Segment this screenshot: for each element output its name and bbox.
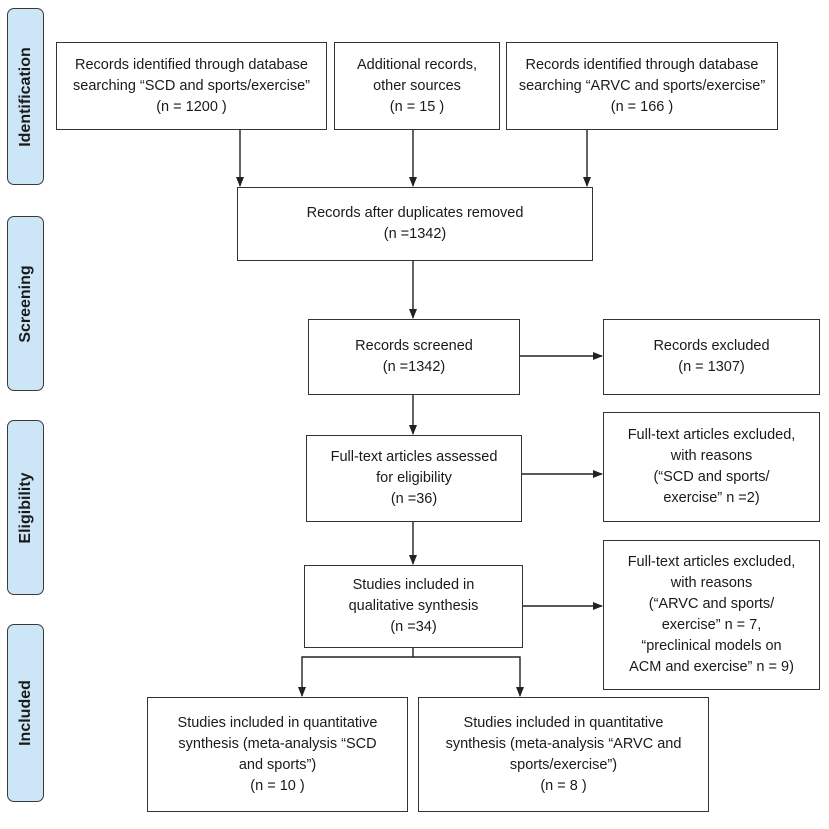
phase-included: Included bbox=[7, 624, 44, 802]
box-records-screened: Records screened (n =1342) bbox=[308, 319, 520, 395]
box-line: synthesis (meta-analysis “SCD bbox=[178, 735, 377, 752]
box-line: ACM and exercise” n = 9) bbox=[629, 659, 794, 675]
box-line: other sources bbox=[373, 77, 461, 94]
box-line: (n = 1307) bbox=[678, 359, 745, 375]
box-line: Records identified through database bbox=[525, 56, 759, 73]
box-line: Studies included in bbox=[352, 577, 475, 593]
box-line: (n =1342) bbox=[383, 226, 447, 242]
box-line: Full-text articles excluded, bbox=[627, 427, 796, 443]
box-quantitative-scd: Studies included in quantitative synthes… bbox=[147, 697, 408, 812]
box-line: (n = 15 ) bbox=[389, 98, 445, 115]
phase-eligibility: Eligibility bbox=[7, 420, 44, 595]
box-line: with reasons bbox=[670, 448, 753, 464]
box-line: with reasons bbox=[670, 575, 753, 591]
box-fulltext-excluded-scd: Full-text articles excluded, with reason… bbox=[603, 412, 820, 522]
box-line: (n = 10 ) bbox=[250, 777, 305, 794]
box-line: Full-text articles assessed bbox=[330, 449, 498, 465]
box-line: Records after duplicates removed bbox=[306, 205, 524, 221]
box-line: (n = 8 ) bbox=[540, 777, 587, 794]
box-line: exercise” n =2) bbox=[663, 490, 760, 506]
arrow-qualitative-to-quant-split bbox=[298, 647, 414, 697]
box-line: Studies included in quantitative bbox=[463, 714, 664, 731]
box-line: Records screened bbox=[355, 338, 473, 354]
box-qualitative-synthesis: Studies included in qualitative synthesi… bbox=[304, 565, 523, 648]
phase-screening: Screening bbox=[7, 216, 44, 391]
box-fulltext-excluded-arvc: Full-text articles excluded, with reason… bbox=[603, 540, 820, 690]
box-quantitative-arvc: Studies included in quantitative synthes… bbox=[418, 697, 709, 812]
box-line: (n =1342) bbox=[382, 359, 446, 375]
box-line: (n =34) bbox=[390, 619, 437, 635]
box-line: (n = 1200 ) bbox=[156, 98, 227, 115]
box-records-db-scd: Records identified through database sear… bbox=[56, 42, 327, 130]
box-line: exercise” n = 7, bbox=[661, 617, 762, 633]
box-line: searching “SCD and sports/exercise” bbox=[73, 77, 310, 94]
box-line: (“SCD and sports/ bbox=[653, 469, 770, 485]
phase-identification: Identification bbox=[7, 8, 44, 185]
box-line: (n =36) bbox=[390, 491, 438, 507]
box-line: Studies included in quantitative bbox=[177, 714, 378, 731]
box-line: sports/exercise”) bbox=[509, 756, 618, 773]
box-line: synthesis (meta-analysis “ARVC and bbox=[445, 735, 682, 752]
box-line: “preclinical models on bbox=[641, 638, 782, 654]
arrow-qualitative-to-quant-arvc bbox=[413, 656, 524, 697]
box-duplicates-removed: Records after duplicates removed (n =134… bbox=[237, 187, 593, 261]
box-line: Full-text articles excluded, bbox=[627, 554, 796, 570]
box-additional-records: Additional records, other sources (n = 1… bbox=[334, 42, 500, 130]
box-line: searching “ARVC and sports/exercise” bbox=[518, 77, 766, 94]
box-line: Additional records, bbox=[356, 56, 478, 73]
box-records-db-arvc: Records identified through database sear… bbox=[506, 42, 778, 130]
box-line: (“ARVC and sports/ bbox=[648, 596, 775, 612]
box-fulltext-assessed: Full-text articles assessed for eligibil… bbox=[306, 435, 522, 522]
box-line: (n = 166 ) bbox=[610, 98, 674, 115]
box-line: Records identified through database bbox=[75, 56, 308, 73]
box-line: qualitative synthesis bbox=[348, 598, 479, 614]
box-line: Records excluded bbox=[653, 338, 770, 354]
box-records-excluded: Records excluded (n = 1307) bbox=[603, 319, 820, 395]
box-line: for eligibility bbox=[376, 470, 452, 486]
box-line: and sports”) bbox=[238, 756, 317, 773]
